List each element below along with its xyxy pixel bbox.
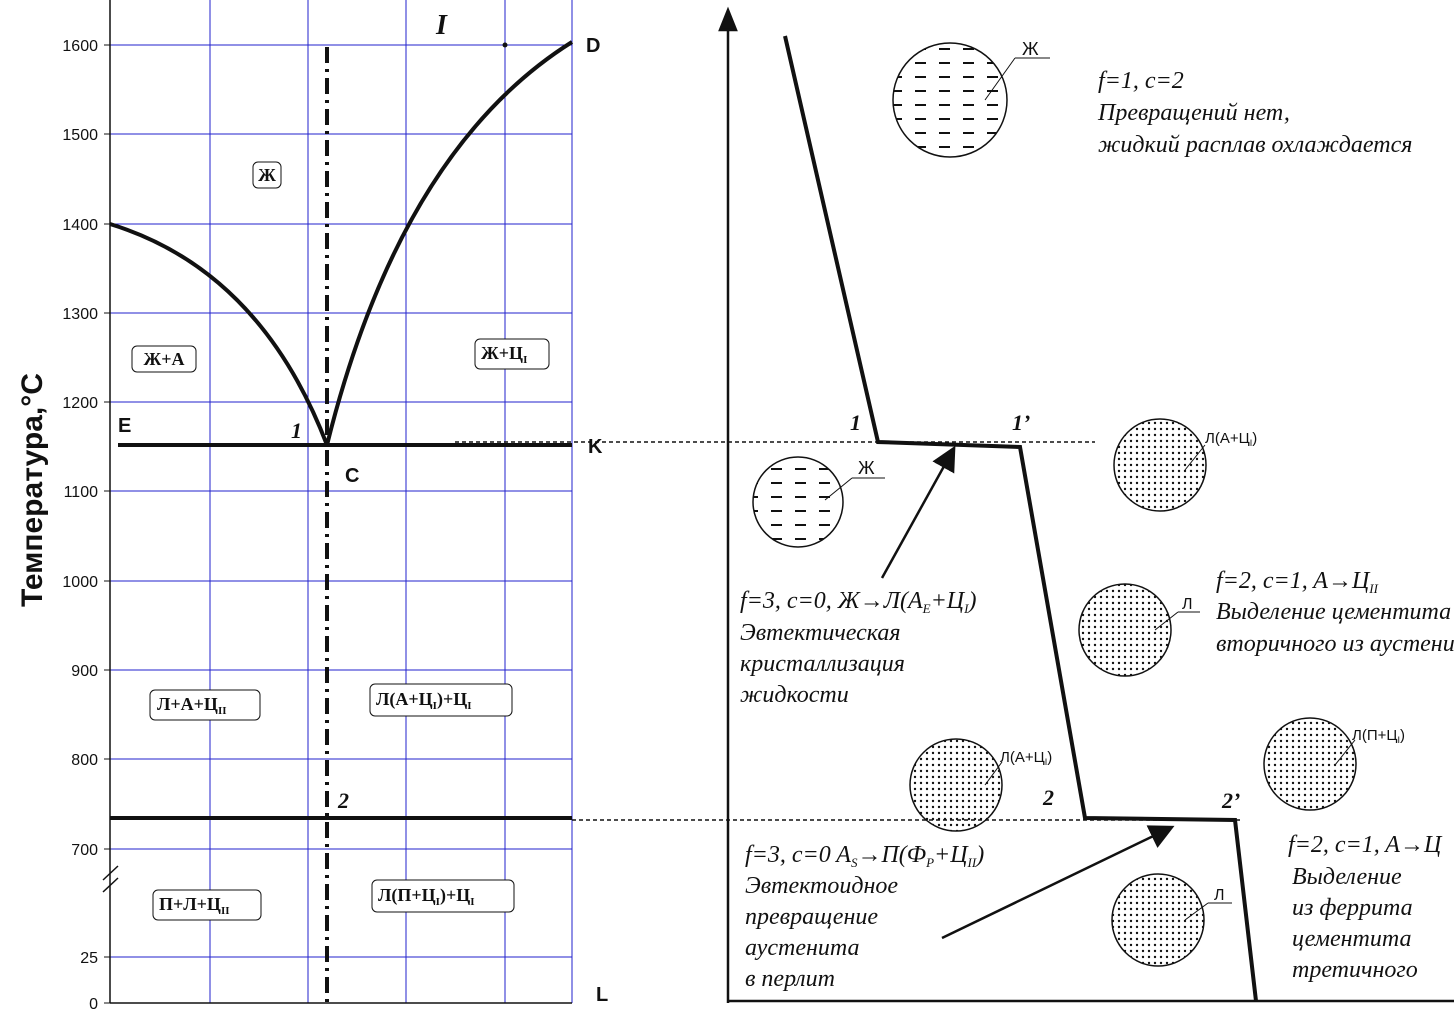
curve-point-1-prime: 1’ <box>1012 410 1030 435</box>
y-axis-label: Температура,°С <box>16 373 49 607</box>
region-liq-cem: Ж+ЦI <box>481 343 527 366</box>
y-tick-label: 1300 <box>62 306 98 323</box>
y-tick-label: 1200 <box>62 395 98 412</box>
y-tick-label: 0 <box>89 996 98 1013</box>
note-1-line-3: жидкий расплав охлаждается <box>1098 132 1412 158</box>
note-4-line-5: в перлит <box>745 966 835 992</box>
micro-label: Л <box>1214 887 1225 904</box>
y-tick-label: 700 <box>71 842 98 859</box>
microstructure-ledeburite-4: Л(П+ЦI) <box>1263 717 1405 811</box>
y-tick-label: 1400 <box>62 217 98 234</box>
note-5-line-3: из феррита <box>1292 895 1413 921</box>
right-axes <box>718 6 1454 1003</box>
region-labels: Ж Ж+А Ж+ЦI Л+А+ЦII Л(А+ЦI)+ЦI П+Л+ЦII Л(… <box>131 161 550 921</box>
microstructure-ledeburite-5: Л <box>1111 873 1232 967</box>
axes <box>102 0 572 1004</box>
y-tick-label: 800 <box>71 752 98 769</box>
note-5-line-4: цементита <box>1292 926 1411 952</box>
y-tick-label: 900 <box>71 663 98 680</box>
note-1-line-1: f=1, c=2 <box>1098 68 1184 94</box>
region-liq-aust: Ж+А <box>143 349 184 369</box>
region-box <box>152 889 262 921</box>
y-tick-label: 1500 <box>62 127 98 144</box>
y-tick-marks <box>104 44 110 1004</box>
microstructure-liquid-mid: Ж <box>752 456 885 548</box>
region-pearl-left: П+Л+ЦII <box>159 894 230 917</box>
left-phase-diagram: 1600 1500 1400 1300 1200 1100 1000 900 8… <box>16 0 608 1013</box>
region-led-right: Л(А+ЦI)+ЦI <box>376 689 472 712</box>
note-4-line-1: f=3, c=0 AS→П(ФP+ЦII) <box>745 842 984 870</box>
curve-point-1: 1 <box>850 410 861 435</box>
point-d-label: D <box>586 35 600 57</box>
note-5-line-2: Выделение <box>1292 864 1402 890</box>
point-l-label: L <box>596 984 608 1006</box>
region-box <box>131 345 197 373</box>
region-box <box>149 689 261 721</box>
arrow-eutectoid <box>941 825 1175 940</box>
note-5-line-5: третичного <box>1292 957 1418 983</box>
note-3-line-1: f=2, c=1, A→ЦII <box>1216 568 1379 596</box>
grid <box>110 0 573 1003</box>
micro-label: Л(А+ЦI) <box>1205 430 1257 448</box>
notes: f=1, c=2 Превращений нет, жидкий расплав… <box>740 68 1454 992</box>
region-box <box>474 338 550 370</box>
note-2-line-2: Эвтектическая <box>740 620 901 646</box>
roman-label: I <box>435 10 448 41</box>
point-c-label: C <box>345 465 359 487</box>
point-marker <box>502 42 508 48</box>
liquidus-left <box>109 222 329 446</box>
micro-label: Л(П+ЦI) <box>1352 727 1405 745</box>
cooling-curve <box>783 35 1258 1002</box>
note-4-line-2: Эвтектоидное <box>745 873 898 899</box>
region-box <box>252 161 282 189</box>
note-3-line-3: вторичного из аустенита <box>1216 631 1454 657</box>
phase-lines <box>109 40 574 1003</box>
note-2-line-1: f=3, c=0, Ж→Л(АЕ+ЦI) <box>740 588 976 616</box>
region-pearl-right: Л(П+ЦI)+ЦI <box>378 885 475 908</box>
point-2-label: 2 <box>337 788 349 813</box>
curve-point-2: 2 <box>1042 785 1054 810</box>
curve-point-2-prime: 2’ <box>1221 788 1240 813</box>
point-1-label: 1 <box>291 418 302 443</box>
note-2-line-3: кристаллизация <box>740 651 905 677</box>
point-e-label: E <box>118 415 131 437</box>
note-2-line-4: жидкости <box>740 682 849 708</box>
microstructure-ledeburite-1: Л(А+ЦI) <box>1113 418 1257 512</box>
y-tick-label: 1000 <box>62 574 98 591</box>
y-tick-label: 1600 <box>62 38 98 55</box>
region-led-aust-cem: Л+А+ЦII <box>157 694 227 717</box>
point-k-label: K <box>588 436 603 458</box>
arrow-eutectic <box>880 445 956 579</box>
y-tick-label: 25 <box>80 950 98 967</box>
micro-label: Л <box>1182 596 1193 613</box>
y-tick-labels: 1600 1500 1400 1300 1200 1100 1000 900 8… <box>62 38 98 1013</box>
region-liquid: Ж <box>258 165 276 185</box>
microstructure-ledeburite-2: Л <box>1078 583 1200 677</box>
note-5-line-1: f=2, c=1, A→Ц <box>1288 832 1443 858</box>
note-3-line-2: Выделение цементита <box>1216 599 1451 625</box>
microstructure-liquid-top: Ж <box>892 39 1050 158</box>
y-tick-label: 1100 <box>64 484 99 501</box>
cooling-curve-diagram: 1 1’ 2 2’ Ж Ж Л(А+ЦI) Л <box>718 6 1454 1003</box>
liquidus-right <box>325 40 574 446</box>
region-box <box>371 879 515 913</box>
note-4-line-4: аустенита <box>745 935 860 961</box>
region-box <box>369 683 513 717</box>
micro-label: Ж <box>1022 39 1039 59</box>
micro-label: Ж <box>858 458 875 478</box>
microstructure-ledeburite-3: Л(А+ЦI) <box>909 738 1052 832</box>
micro-label: Л(А+ЦI) <box>1000 749 1052 767</box>
note-4-line-3: превращение <box>745 904 878 930</box>
note-1-line-2: Превращений нет, <box>1097 100 1290 126</box>
